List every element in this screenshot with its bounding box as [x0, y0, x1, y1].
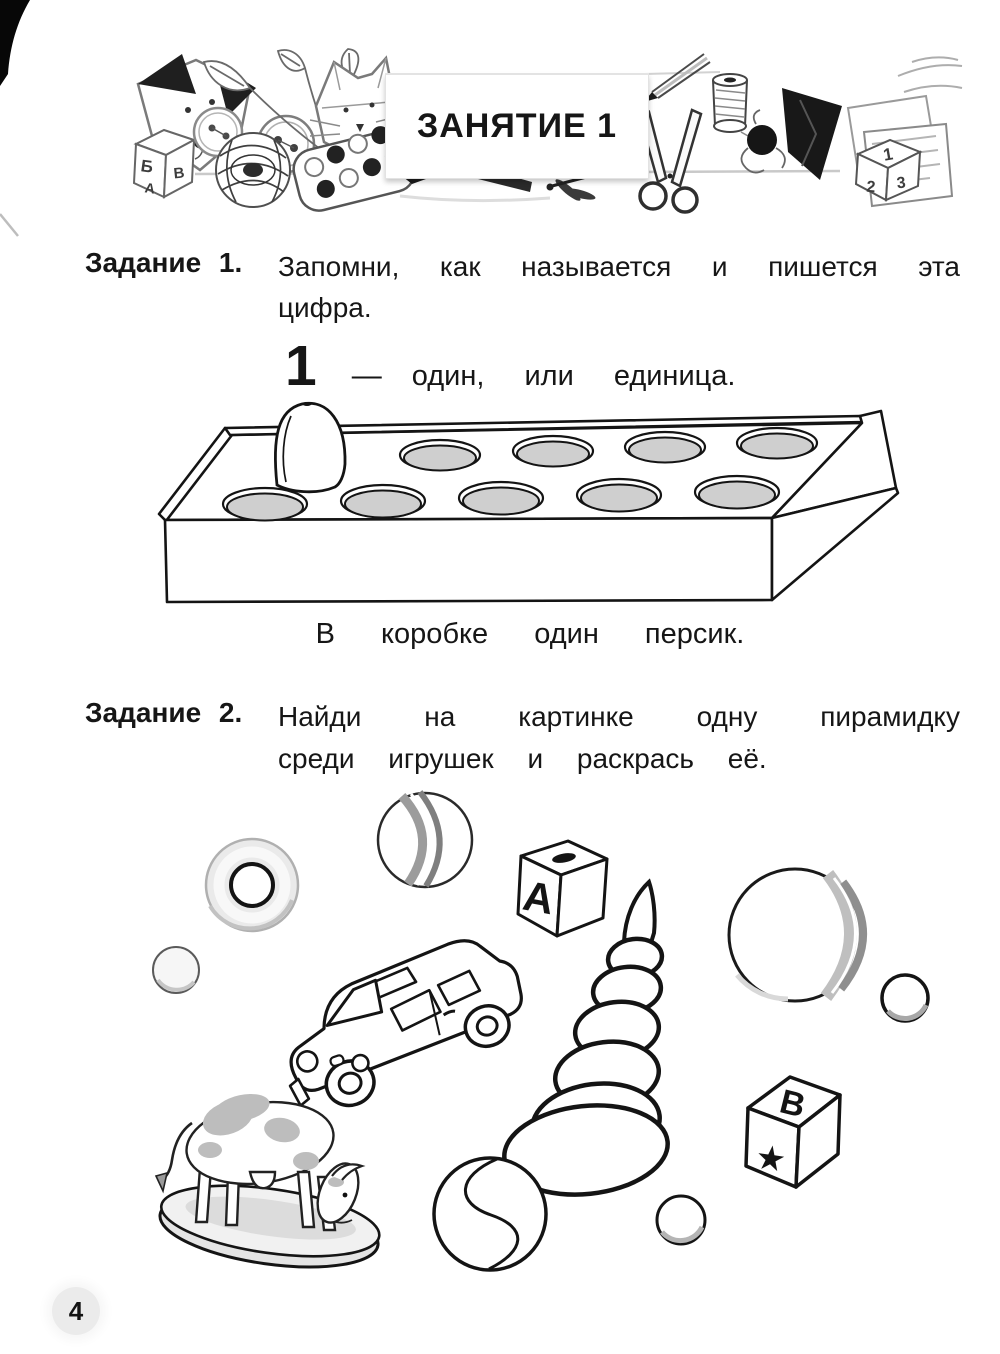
header-banner-illustration: Б А В — [132, 48, 963, 214]
task1-label: Задание 1. — [85, 247, 243, 278]
scan-corner-artifact — [0, 0, 30, 237]
number-cube-digit-2: 2 — [866, 179, 876, 197]
scissors-doodle — [638, 108, 703, 214]
task1-text-line2: цифра. — [278, 292, 372, 323]
digit-line: 1 — один, или единица. — [285, 338, 735, 395]
toy-car — [288, 939, 523, 1108]
task2-text-line1: Найди на картинке одну пирамидку — [278, 701, 960, 732]
alphabet-cube-letter-a: А — [144, 179, 156, 196]
peach — [274, 401, 347, 494]
page-number: 4 — [68, 1295, 84, 1326]
big-striped-ball-toy — [727, 867, 867, 1003]
small-ball-left-toy — [152, 946, 200, 994]
lesson-title-box: ЗАНЯТИЕ 1 — [385, 74, 649, 179]
alphabet-cube-doodle: Б А В — [132, 128, 197, 199]
digit-dash: — — [351, 359, 382, 392]
yarn-loops-doodle — [740, 109, 786, 174]
seam-ball-toy — [432, 1156, 548, 1272]
yarn-ball-doodle — [215, 132, 291, 208]
letter-cube-a-toy: А — [516, 839, 609, 938]
box-front-face — [163, 516, 774, 604]
box-holes-back-row — [398, 426, 819, 472]
box-holes-front-row — [221, 474, 781, 522]
cow-figurine-toy — [154, 1094, 381, 1269]
cube-b-star: ★ — [753, 1138, 788, 1180]
task1-picture-caption: В коробке один персик. — [315, 618, 745, 650]
small-ball-right-toy — [880, 973, 930, 1023]
number-cube-doodle: 1 2 3 — [854, 138, 923, 202]
digit-one: 1 — [285, 334, 317, 398]
task2-text-line2: среди игрушек и раскрась её. — [278, 743, 767, 774]
task2-label: Задание 2. — [85, 697, 243, 728]
number-cube-digit-1: 1 — [882, 144, 895, 164]
pyramid-toy — [502, 878, 670, 1197]
peach-box-illustration — [157, 401, 900, 604]
lesson-title: ЗАНЯТИЕ 1 — [416, 107, 618, 145]
box-right-face — [770, 486, 900, 602]
pencil-doodle — [644, 53, 711, 102]
small-ball-bottom-toy — [655, 1194, 707, 1246]
donut-ring-toy — [204, 837, 300, 933]
alphabet-cube-letter-b: Б — [140, 156, 155, 177]
alphabet-cube-letter-v: В — [173, 164, 186, 182]
dark-origami-doodle — [782, 88, 842, 180]
toys-illustration: А — [152, 790, 930, 1272]
striped-ball-toy — [376, 790, 474, 889]
scribble-hairs-doodle — [897, 56, 963, 93]
digit-caption: один, или единица. — [411, 360, 736, 392]
task1-text-line1: Запомни, как называется и пишется эта — [278, 251, 960, 282]
number-cube-digit-3: 3 — [896, 175, 907, 193]
letter-cube-b-toy: В ★ — [744, 1075, 842, 1189]
page-number-badge: 4 — [52, 1287, 100, 1335]
